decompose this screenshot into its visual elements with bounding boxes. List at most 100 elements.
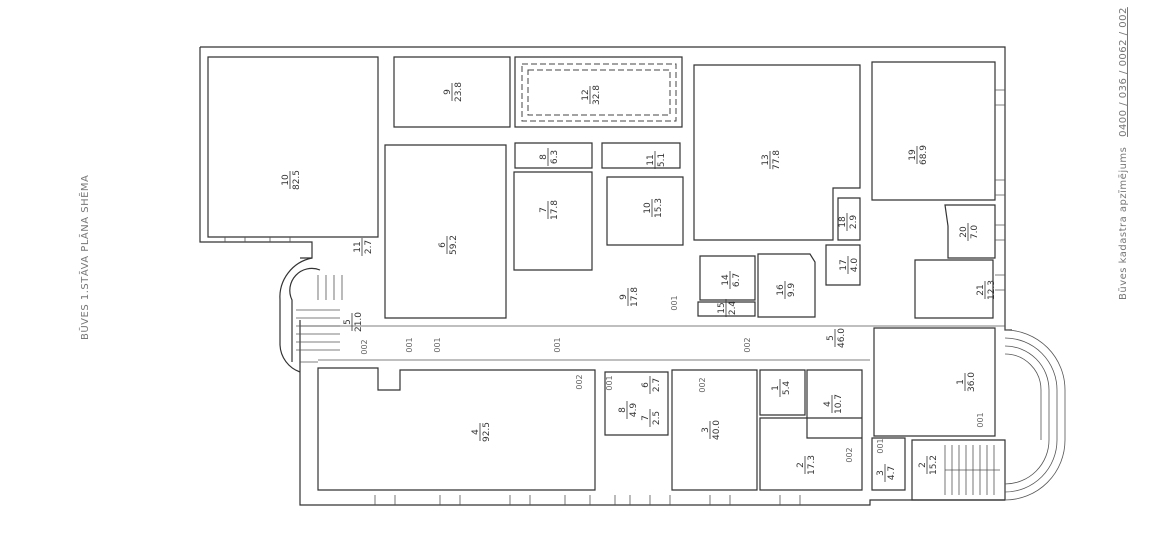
inner-outline (207, 56, 1006, 501)
room-area: 21.0 (354, 312, 364, 332)
zone-label: 001 (405, 337, 414, 352)
room-number: 11 (646, 154, 656, 165)
zone-label: 002 (743, 337, 752, 352)
room-area: 5.4 (782, 381, 792, 396)
cadastral-code: 0400 / 036 / 0062 / 002 (1118, 7, 1129, 137)
room-area: 2.7 (364, 240, 374, 254)
room-number: 14 (721, 274, 731, 286)
room-number: 2 (918, 462, 928, 468)
room-area: 12.3 (987, 280, 997, 300)
room-area: 92.5 (482, 422, 492, 442)
room-number: 12 (581, 89, 591, 100)
room-number: 6 (438, 242, 448, 248)
cadastral-label: Būves kadastra apzīmējums (1118, 146, 1129, 300)
zone-label: 002 (698, 377, 707, 392)
room-area: 17.8 (550, 200, 560, 220)
room-number: 9 (443, 89, 453, 95)
left-stair-treads (296, 275, 343, 351)
room-area: 17.3 (807, 455, 817, 475)
room-number: 7 (641, 415, 651, 421)
room-number: 10 (643, 202, 653, 214)
zone-label: 001 (876, 438, 885, 453)
room-area: 68.9 (919, 145, 929, 165)
room-number: 3 (876, 470, 886, 476)
room-number: 6 (641, 382, 651, 388)
room-number: 4 (471, 429, 481, 435)
room-number: 5 (826, 335, 836, 341)
room-area: 9.9 (787, 283, 797, 298)
room-number: 20 (959, 226, 969, 238)
room-number: 18 (838, 216, 848, 228)
room-area: 17.8 (630, 287, 640, 307)
zone-label: 001 (553, 337, 562, 352)
room-area: 77.8 (772, 150, 782, 170)
room-area: 4.7 (887, 466, 897, 480)
room-number: 16 (776, 284, 786, 296)
room-number: 17 (839, 259, 849, 270)
room-number: 8 (539, 154, 549, 160)
room-area: 2.9 (849, 215, 859, 230)
room-number: 8 (618, 407, 628, 413)
windows (224, 89, 1005, 505)
zone-label: 001 (670, 295, 679, 310)
zone-label: 001 (433, 337, 442, 352)
right-stair-treads (944, 445, 1000, 495)
room-number: 15 (717, 302, 727, 313)
room-area: 4.0 (850, 258, 860, 273)
room-area: 5.1 (657, 153, 667, 167)
pool-inner-outline (527, 69, 671, 116)
zone-label: 001 (605, 375, 614, 390)
zone-label: 002 (845, 447, 854, 462)
room-area: 2.4 (728, 301, 738, 316)
right-curved-terrace (1004, 329, 1066, 501)
room-area: 4.9 (629, 403, 639, 418)
room-number: 5 (343, 319, 353, 325)
zone-label: 002 (360, 339, 369, 354)
room-area: 6.3 (550, 150, 560, 164)
room-number: 2 (796, 462, 806, 468)
room-number: 10 (281, 174, 291, 186)
pool-outline (521, 63, 677, 122)
plan-title: BŪVES 1.STĀVA PLĀNA SHĒMA (80, 174, 91, 340)
room-area: 59.2 (449, 235, 459, 255)
zone-label: 001 (976, 412, 985, 427)
room-area: 2.7 (652, 378, 662, 392)
room-area: 2.5 (652, 411, 662, 425)
room-area: 23.8 (454, 82, 464, 102)
corridor-walls (300, 325, 1005, 363)
room-number: 21 (976, 284, 986, 295)
room-number: 9 (619, 294, 629, 300)
room-area: 32.8 (592, 85, 602, 105)
room-area: 6.7 (732, 273, 742, 287)
room-number: 1 (771, 385, 781, 391)
room-area: 82.5 (292, 170, 302, 190)
room-number: 19 (908, 149, 918, 161)
